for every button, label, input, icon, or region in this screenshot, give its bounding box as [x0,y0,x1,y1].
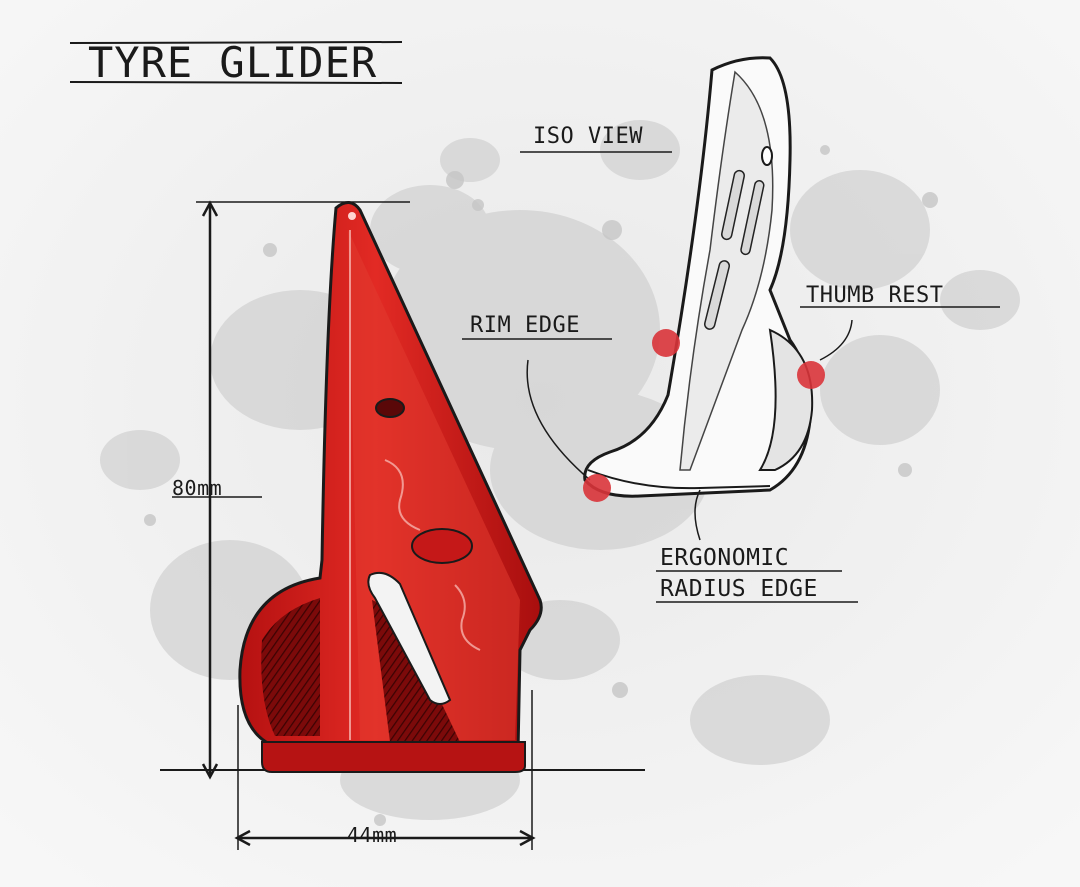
thumb-rest-marker [797,361,825,389]
radius-edge-label: RADIUS EDGE [660,576,818,602]
thumb-rest-label: THUMB REST [806,283,944,308]
callout-leaders [462,151,1000,603]
part-highlight-lines [349,230,481,740]
width-dimension-label: 44mm [347,823,398,847]
rim-tip-marker [583,474,611,502]
splatter-drops [144,145,938,826]
rim-edge-label: RIM EDGE [470,313,580,338]
tyre-glider-front-view [238,201,543,773]
part-cutout-slot [367,571,452,705]
part-ergonomic-boss [411,528,473,564]
height-dimension-label: 80mm [172,476,223,500]
part-tip-rivet [348,212,356,220]
ergonomic-label: ERGONOMIC [660,545,790,571]
diagram-title: TYRE GLIDER [88,38,378,87]
iso-view-label: ISO VIEW [533,124,643,149]
title-underline [69,41,403,84]
part-thumb-hole [375,398,405,418]
iso-vent-slots [703,169,765,330]
iso-hole [761,146,773,166]
part-base-foot [261,741,526,773]
iso-thumb-rest [758,328,814,471]
width-dimension-line [234,690,536,850]
ink-splatter [100,120,1020,820]
part-grip-hatching-left [261,598,320,736]
iso-foot [587,469,771,490]
tyre-glider-iso-view [583,56,814,498]
rim-edge-marker [652,329,680,357]
